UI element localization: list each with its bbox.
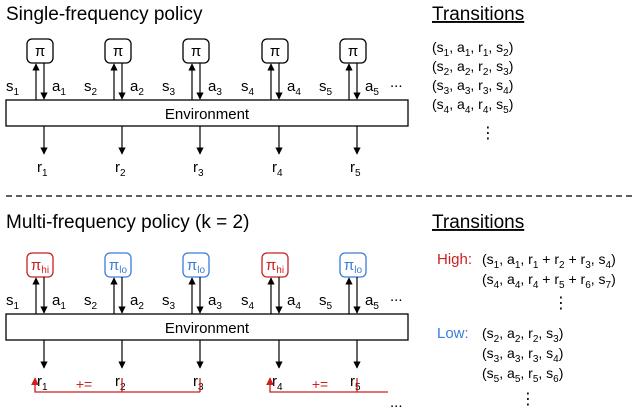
multi-action-label-3: a3 [208,292,222,312]
low-transitions-label: Low: [437,325,469,342]
single-transition-3: (s3, a3, r3, s4) [432,77,513,97]
single-policy-label-4: π [270,43,280,60]
single-state-label-5: s5 [319,78,333,98]
single-policy-label-1: π [35,43,45,60]
multi-policy-box-1 [26,252,54,278]
single-state-label-2: s2 [84,78,98,98]
reward-accum-group-2 [266,377,388,393]
multi-policy-label-3: πlo [187,257,206,276]
environment-box-multi [5,313,409,341]
single-policy-box-2 [104,38,132,64]
high-transitions-label: High: [437,251,472,268]
reward-accumulation-arrows: += += [31,376,388,393]
multi-policy-label-5: πlo [344,257,363,276]
multi-panel-title: Multi-frequency policy (k = 2) [6,212,249,233]
single-policy-box-4 [261,38,289,64]
single-action-label-4: a4 [287,78,301,98]
single-reward-label-5: r5 [350,159,361,179]
single-transition-4: (s4, a4, r4, s5) [432,96,513,116]
multi-action-label-4: a4 [287,292,301,312]
single-step-columns: π s1 a1 r1 π s2 a2 r2 π s3 a3 r3 π s4 a4 r4 π s5 a5 r5 [6,38,379,179]
reward-accum-group-1 [31,377,200,393]
multi-policy-label-4: πhi [266,257,284,276]
single-action-label-2: a2 [130,78,144,98]
multi-policy-label-2: πlo [109,257,128,276]
environment-box-single [5,99,409,127]
multi-state-label-5: s5 [319,292,333,312]
multi-reward-label-3: r3 [193,373,204,393]
single-transition-1: (s1, a1, r1, s2) [432,39,513,59]
multi-policy-box-3 [182,252,210,278]
multi-policy-box-2 [104,252,132,278]
single-policy-box-1 [26,38,54,64]
multi-transitions-title: Transitions [432,212,524,233]
multi-state-label-3: s3 [162,292,176,312]
single-policy-label-2: π [113,43,123,60]
environment-label-single: Environment [165,106,250,123]
multi-state-label-4: s4 [241,292,255,312]
multi-state-label-2: s2 [84,292,98,312]
single-state-label-4: s4 [241,78,255,98]
high-transitions-more: ⋮ [553,295,569,312]
multi-policy-label-1: πhi [31,257,49,276]
low-transitions-more: ⋮ [520,391,536,408]
reward-accum-ellipsis: ... [390,394,403,411]
single-reward-label-1: r1 [37,159,48,179]
multi-action-label-5: a5 [365,292,379,312]
single-reward-label-3: r3 [193,159,204,179]
single-action-label-5: a5 [365,78,379,98]
single-state-label-3: s3 [162,78,176,98]
multi-policy-box-4 [261,252,289,278]
multi-action-ellipsis: ... [390,288,403,305]
single-action-ellipsis: ... [390,74,403,91]
high-transition-list: (s1, a1, r1 + r2 + r3, s4)(s4, a4, r4 + … [482,251,616,291]
single-transitions-title: Transitions [432,4,524,25]
single-transitions-more: ⋮ [480,125,496,142]
environment-label-multi: Environment [165,320,250,337]
single-transition-list: (s1, a1, r1, s2)(s2, a2, r2, s3)(s3, a3,… [432,39,513,116]
low-transition-3: (s5, a5, r5, s6) [482,365,563,385]
single-transition-2: (s2, a2, r2, s3) [432,58,513,78]
single-policy-label-5: π [348,43,358,60]
low-transition-list: (s2, a2, r2, s3)(s3, a3, r3, s4)(s5, a5,… [482,325,563,385]
single-action-label-3: a3 [208,78,222,98]
multi-policy-box-5 [339,252,367,278]
multi-action-label-2: a2 [130,292,144,312]
single-action-label-1: a1 [52,78,66,98]
single-policy-label-3: π [191,43,201,60]
single-reward-label-4: r4 [272,159,283,179]
reward-accum-group-2-label: += [312,376,328,392]
single-policy-box-5 [339,38,367,64]
multi-reward-label-5: r5 [350,373,361,393]
high-transition-1: (s1, a1, r1 + r2 + r3, s4) [482,251,616,271]
single-policy-box-3 [182,38,210,64]
single-reward-label-2: r2 [115,159,126,179]
single-panel-title: Single-frequency policy [6,4,203,25]
low-transition-1: (s2, a2, r2, s3) [482,325,563,345]
low-transition-2: (s3, a3, r3, s4) [482,345,563,365]
single-state-label-1: s1 [6,78,20,98]
multi-reward-label-1: r1 [37,373,48,393]
multi-state-label-1: s1 [6,292,20,312]
high-transition-2: (s4, a4, r4 + r5 + r6, s7) [482,271,616,291]
reward-accum-group-1-label: += [76,376,92,392]
multi-reward-label-4: r4 [272,373,283,393]
multi-action-label-1: a1 [52,292,66,312]
multi-reward-label-2: r2 [115,373,126,393]
